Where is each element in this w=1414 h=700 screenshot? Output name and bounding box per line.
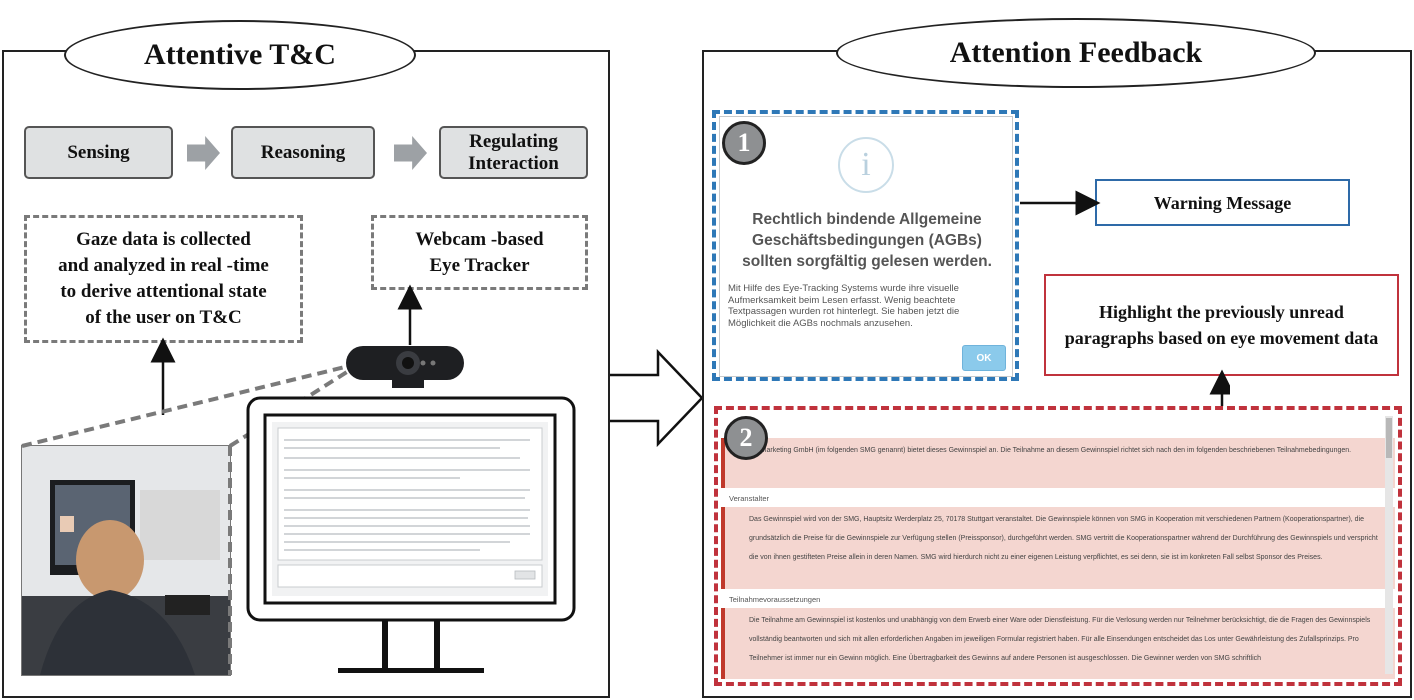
ok-button[interactable]: OK [962,345,1006,371]
tc-paragraph: fler Marketing GmbH (im folgenden SMG ge… [721,438,1395,488]
tc-scrollbar-thumb[interactable] [1386,418,1392,458]
user-photo [21,445,231,676]
right-panel-title: Attention Feedback [836,18,1316,88]
tc-paragraph: Die Teilnahme am Gewinnspiel ist kostenl… [721,608,1395,679]
pipeline-step-regulating-interaction: Regulating Interaction [439,126,588,179]
tc-highlight-frame [714,406,1402,686]
warning-message-label: Warning Message [1095,179,1350,226]
monitor-icon [246,396,576,673]
left-illustration [21,284,576,676]
right-arrows [1020,190,1230,406]
pipeline-step-reasoning: Reasoning [231,126,375,179]
step-number-1: 1 [722,121,766,165]
gaze-note: Gaze data is collected and analyzed in r… [24,215,303,343]
step-number-2: 2 [724,416,768,460]
pipeline-step-sensing: Sensing [24,126,173,179]
highlight-label: Highlight the previously unread paragrap… [1044,274,1399,376]
warning-dialog-frame [712,110,1019,381]
tc-paragraph: Das Gewinnspiel wird von der SMG, Haupts… [721,507,1395,589]
webcam-note: Webcam -based Eye Tracker [371,215,588,290]
tc-section-heading: Teilnahmevoraussetzungen [729,595,821,604]
dialog-heading: Rechtlich bindende Allgemeine Geschäftsb… [742,211,992,270]
tc-document: fler Marketing GmbH (im folgenden SMG ge… [721,412,1395,679]
info-icon: i [838,137,894,193]
webcam-icon [346,346,464,388]
warning-dialog: i Rechtlich bindende Allgemeine Geschäft… [719,116,1013,377]
tc-section-heading: Veranstalter [729,494,770,503]
left-panel-title: Attentive T&C [64,20,416,90]
tc-scrollbar[interactable] [1385,416,1393,674]
transition-arrow [610,348,704,448]
dialog-body: Mit Hilfe des Eye-Tracking Systems wurde… [728,283,960,329]
